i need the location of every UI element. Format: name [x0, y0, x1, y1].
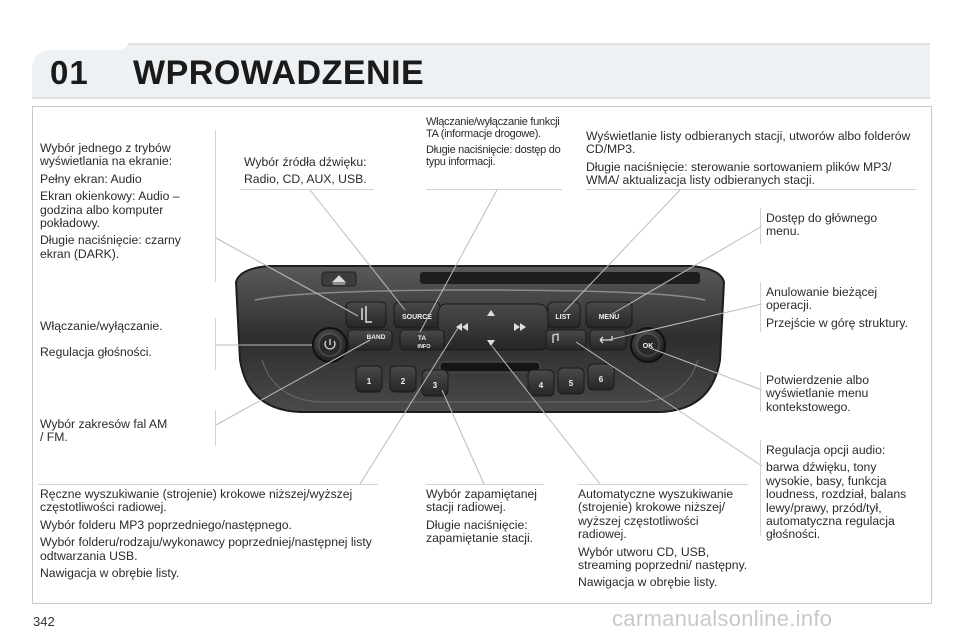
ta-button-label[interactable]: TA — [418, 335, 426, 342]
callout-text: Wyświetlanie listy odbieranych stacji, u… — [586, 129, 911, 157]
callout-back: Anulowanie bieżącej operacji. Przejście … — [766, 285, 926, 334]
callout-text: Pełny ekran: Audio — [40, 171, 142, 186]
callout-text: Włączanie/wyłączanie. — [40, 319, 163, 333]
callout-text: Anulowanie bieżącej operacji. — [766, 285, 878, 313]
callout-text: Regulacja głośności. — [40, 345, 152, 359]
preset-label-3[interactable]: 3 — [433, 381, 438, 390]
callout-band: Wybór zakresów fal AM / FM. — [40, 417, 170, 449]
chapter-number: 01 — [50, 54, 89, 91]
separator — [240, 189, 374, 190]
leader-lines — [215, 189, 763, 485]
callout-source: Wybór źródła dźwięku: Radio, CD, AUX, US… — [244, 155, 384, 191]
callout-text: Dostęp do głównego menu. — [766, 211, 878, 239]
callout-ta: Włączanie/wyłączanie funkcji TA (informa… — [426, 116, 566, 172]
callout-text: Wybór utworu CD, USB, streaming poprzedn… — [578, 544, 748, 573]
callout-text: Wybór źródła dźwięku: — [244, 155, 367, 169]
separator — [760, 208, 761, 244]
ok-knob-label[interactable]: OK — [643, 343, 654, 350]
down-arrow-icon — [487, 340, 495, 346]
separator — [760, 440, 761, 536]
seek-back-icon — [456, 323, 468, 331]
header-decoration — [32, 43, 930, 99]
list-button — [547, 301, 581, 329]
callout-text: Wybór zakresów fal AM / FM. — [40, 417, 168, 445]
band-button-label[interactable]: BAND — [367, 334, 386, 341]
callout-text: Przejście w górę struktury. — [766, 315, 909, 330]
preset-label-5[interactable]: 5 — [569, 379, 574, 388]
seek-forward-icon — [514, 323, 526, 331]
callout-text: Długie naciśnięcie: zapamiętanie stacji. — [426, 517, 534, 546]
chapter-title: WPROWADZENIE — [133, 54, 425, 92]
callout-auto-seek: Automatyczne wyszukiwanie (strojenie) kr… — [578, 487, 748, 594]
callout-audio: Regulacja opcji audio: barwa dźwięku, to… — [766, 443, 924, 546]
callout-text: Potwierdzenie albo wyświetlanie menu kon… — [766, 373, 869, 414]
list-button-label[interactable]: LIST — [555, 314, 571, 321]
callout-text: Wybór jednego z trybów wyświetlania na e… — [40, 141, 173, 169]
preset-label-6[interactable]: 6 — [599, 375, 604, 384]
separator — [215, 318, 216, 370]
radio-trim — [254, 289, 706, 301]
info-button-label[interactable]: INFO — [417, 344, 431, 350]
source-button-label[interactable]: SOURCE — [402, 314, 432, 321]
page-header: 01 WPROWADZENIE — [0, 0, 960, 100]
callout-power: Włączanie/wyłączanie. — [40, 319, 210, 337]
callout-presets: Wybór zapamiętanej stacji radiowej. Dług… — [426, 487, 556, 550]
callout-text: Nawigacja w obrębie listy. — [40, 566, 180, 581]
preset-button-5 — [557, 367, 585, 395]
separator — [760, 282, 761, 332]
separator — [215, 410, 216, 446]
callout-text: Ręczne wyszukiwanie (strojenie) krokowe … — [40, 487, 353, 515]
up-arrow-icon — [487, 310, 495, 316]
page-number: 342 — [33, 614, 55, 629]
callout-seek: Ręczne wyszukiwanie (strojenie) krokowe … — [40, 487, 386, 584]
callout-text: Długie naciśnięcie: sterowanie sortowani… — [586, 159, 892, 188]
menu-button-label[interactable]: MENU — [599, 314, 620, 321]
separator — [215, 130, 216, 282]
watermark: carmanualsonline.info — [612, 606, 833, 631]
callout-text: Automatyczne wyszukiwanie (strojenie) kr… — [578, 487, 734, 542]
preset-button-4 — [527, 369, 555, 397]
callout-menu: Dostęp do głównego menu. — [766, 211, 906, 243]
callout-list: Wyświetlanie listy odbieranych stacji, u… — [586, 129, 916, 192]
back-icon — [599, 336, 613, 344]
preset-label-4[interactable]: 4 — [539, 381, 544, 390]
callout-volume: Regulacja głośności. — [40, 345, 210, 363]
cd-slot — [439, 361, 541, 373]
preset-button-3 — [421, 369, 449, 397]
callout-text: Włączanie/wyłączanie funkcji TA (informa… — [426, 116, 560, 140]
dark-icon — [361, 306, 372, 323]
preset-button-6 — [587, 363, 615, 391]
callout-text: Radio, CD, AUX, USB. — [244, 172, 367, 187]
preset-label-1[interactable]: 1 — [367, 377, 372, 386]
separator — [426, 189, 562, 190]
callout-text: Długie naciśnięcie: czarny ekran (DARK). — [40, 233, 181, 261]
callout-text: Długie naciśnięcie: dostęp do typu infor… — [426, 144, 561, 168]
audio-button — [545, 329, 587, 351]
separator — [578, 484, 748, 485]
callout-text: barwa dźwięku, tony wysokie, basy, funkc… — [766, 460, 907, 542]
separator — [586, 189, 916, 190]
ta-info-button — [399, 329, 445, 351]
callout-display-mode: Wybór jednego z trybów wyświetlania na e… — [40, 141, 208, 265]
callout-text: Wybór folderu MP3 poprzedniego/następneg… — [40, 517, 292, 532]
preset-label-2[interactable]: 2 — [401, 377, 406, 386]
callout-text: Wybór zapamiętanej stacji radiowej. — [426, 487, 537, 515]
preset-button-1 — [355, 365, 383, 393]
power-icon — [324, 339, 336, 350]
nav-pad — [437, 303, 549, 351]
separator — [760, 372, 761, 412]
callout-ok: Potwierdzenie albo wyświetlanie menu kon… — [766, 373, 906, 418]
separator — [426, 484, 544, 485]
music-note-icon — [552, 333, 559, 343]
eject-icon — [331, 275, 347, 285]
callout-text: Wybór folderu/rodzaju/wykonawcy poprzedn… — [40, 535, 372, 563]
callout-text: Nawigacja w obrębie listy. — [578, 575, 718, 590]
callout-text: Ekran okienkowy: Audio – godzina albo ko… — [40, 189, 180, 231]
separator — [38, 484, 378, 485]
callout-text: Regulacja opcji audio: — [766, 443, 886, 457]
preset-button-2 — [389, 365, 417, 393]
